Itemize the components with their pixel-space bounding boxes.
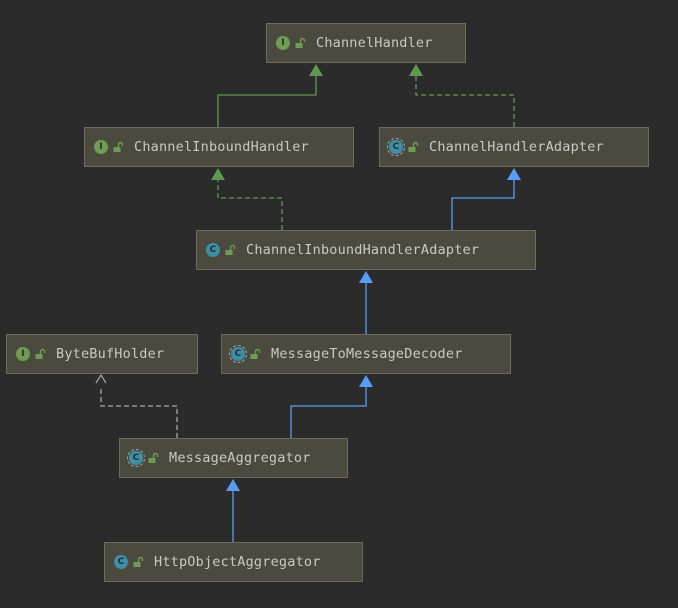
node-message-aggregator[interactable]: C MessageAggregator [119, 438, 348, 478]
node-channel-handler[interactable]: I ChannelHandler [266, 23, 466, 63]
unlocked-icon [148, 452, 159, 463]
unlocked-icon [133, 556, 144, 567]
unlocked-icon [113, 141, 124, 152]
edge-message-aggregator-to-message-to-message-decoder [290, 375, 373, 438]
edge-channel-inbound-handler-adapter-to-channel-inbound-handler [211, 168, 283, 230]
unlocked-icon [35, 348, 46, 359]
abstract-class-icon: C [229, 345, 247, 363]
node-message-to-message-decoder[interactable]: C MessageToMessageDecoder [221, 334, 511, 374]
edge-channel-inbound-handler-adapter-to-channel-handler-adapter [451, 168, 521, 230]
edge-channel-handler-adapter-to-channel-handler [409, 64, 515, 127]
class-icon: C [206, 243, 220, 257]
interface-icon: I [94, 140, 108, 154]
node-channel-inbound-handler-adapter[interactable]: C ChannelInboundHandlerAdapter [196, 230, 536, 270]
node-channel-handler-adapter[interactable]: C ChannelHandlerAdapter [379, 127, 649, 167]
unlocked-icon [225, 244, 236, 255]
arrowhead-icon [359, 271, 373, 283]
arrowhead-icon [95, 373, 107, 384]
edge-message-to-message-decoder-to-channel-inbound-handler-adapter [359, 271, 373, 334]
arrowhead-icon [409, 64, 423, 76]
node-label: ChannelHandlerAdapter [429, 139, 604, 155]
unlocked-icon [295, 37, 306, 48]
edge-channel-inbound-handler-to-channel-handler [217, 64, 323, 127]
unlocked-icon [250, 348, 261, 359]
node-label: HttpObjectAggregator [154, 554, 321, 570]
edge-message-aggregator-to-byte-buf-holder [95, 373, 178, 438]
node-label: ChannelInboundHandler [134, 139, 309, 155]
abstract-class-icon: C [387, 138, 405, 156]
arrowhead-icon [359, 375, 373, 387]
arrowhead-icon [309, 64, 323, 76]
arrowhead-icon [226, 479, 240, 491]
node-label: MessageAggregator [169, 450, 311, 466]
interface-icon: I [276, 36, 290, 50]
abstract-class-icon: C [127, 449, 145, 467]
node-label: ChannelHandler [316, 35, 433, 51]
edge-http-object-aggregator-to-message-aggregator [226, 479, 240, 542]
arrowhead-icon [211, 168, 225, 180]
node-http-object-aggregator[interactable]: C HttpObjectAggregator [104, 542, 363, 582]
class-icon: C [114, 555, 128, 569]
node-label: ByteBufHolder [56, 346, 165, 362]
node-channel-inbound-handler[interactable]: I ChannelInboundHandler [84, 127, 354, 167]
node-label: MessageToMessageDecoder [271, 346, 463, 362]
arrowhead-icon [507, 168, 521, 180]
interface-icon: I [16, 347, 30, 361]
node-byte-buf-holder[interactable]: I ByteBufHolder [6, 334, 198, 374]
unlocked-icon [408, 141, 419, 152]
node-label: ChannelInboundHandlerAdapter [246, 242, 480, 258]
